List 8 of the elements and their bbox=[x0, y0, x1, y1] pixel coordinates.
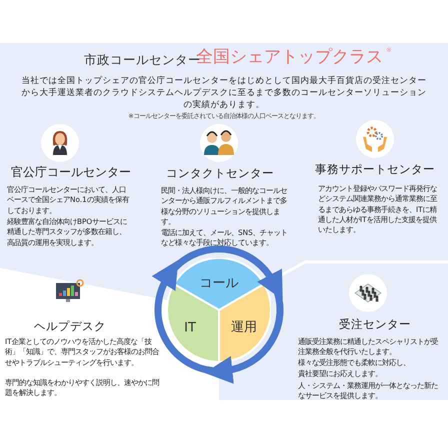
cycle-arrow bbox=[152, 259, 214, 374]
service-heading: 事務サポートセンター bbox=[314, 163, 436, 177]
service-heading: 官公庁コールセンター bbox=[10, 165, 132, 180]
intro-text: 当社では全国トップシェアの官公庁コールセンターをはじめとして国内最大手百貨店の受注センターから大手運送業者のクラウドシステムヘルプデスクに至るまで多数のコールセンターソリューションの実績があります。 bbox=[20, 75, 428, 111]
service-heading: ヘルプデスク bbox=[33, 320, 107, 334]
cycle-segment: コール bbox=[174, 258, 264, 310]
service-heading: 受注センター bbox=[338, 318, 412, 332]
service-heading: コンタクトセンター bbox=[165, 167, 275, 181]
